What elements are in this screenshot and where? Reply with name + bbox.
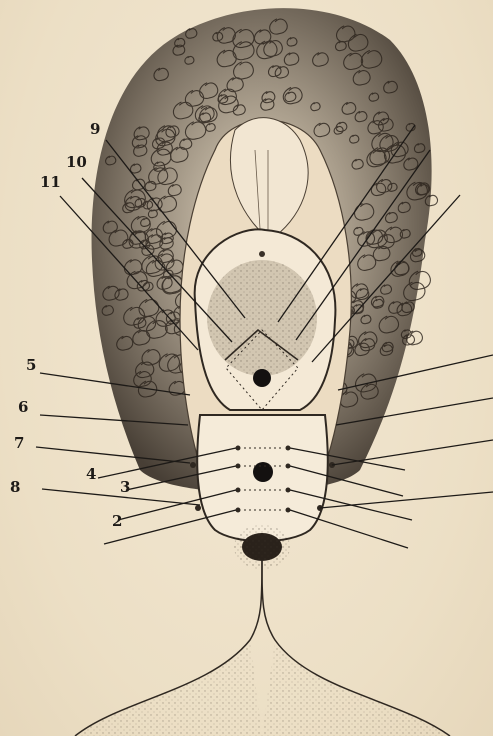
label-4: 4 (86, 467, 96, 482)
label-2: 2 (112, 514, 122, 529)
label-11: 11 (40, 175, 61, 190)
lower-chamber (190, 415, 335, 541)
label-9: 9 (90, 122, 100, 137)
label-5: 5 (26, 358, 36, 373)
label-8: 8 (10, 480, 20, 495)
label-6: 6 (18, 400, 28, 415)
label-10: 10 (66, 155, 87, 170)
label-3: 3 (120, 480, 130, 495)
label-7: 7 (14, 436, 24, 451)
buttocks-outline (75, 560, 450, 736)
inner-frame (195, 229, 336, 410)
